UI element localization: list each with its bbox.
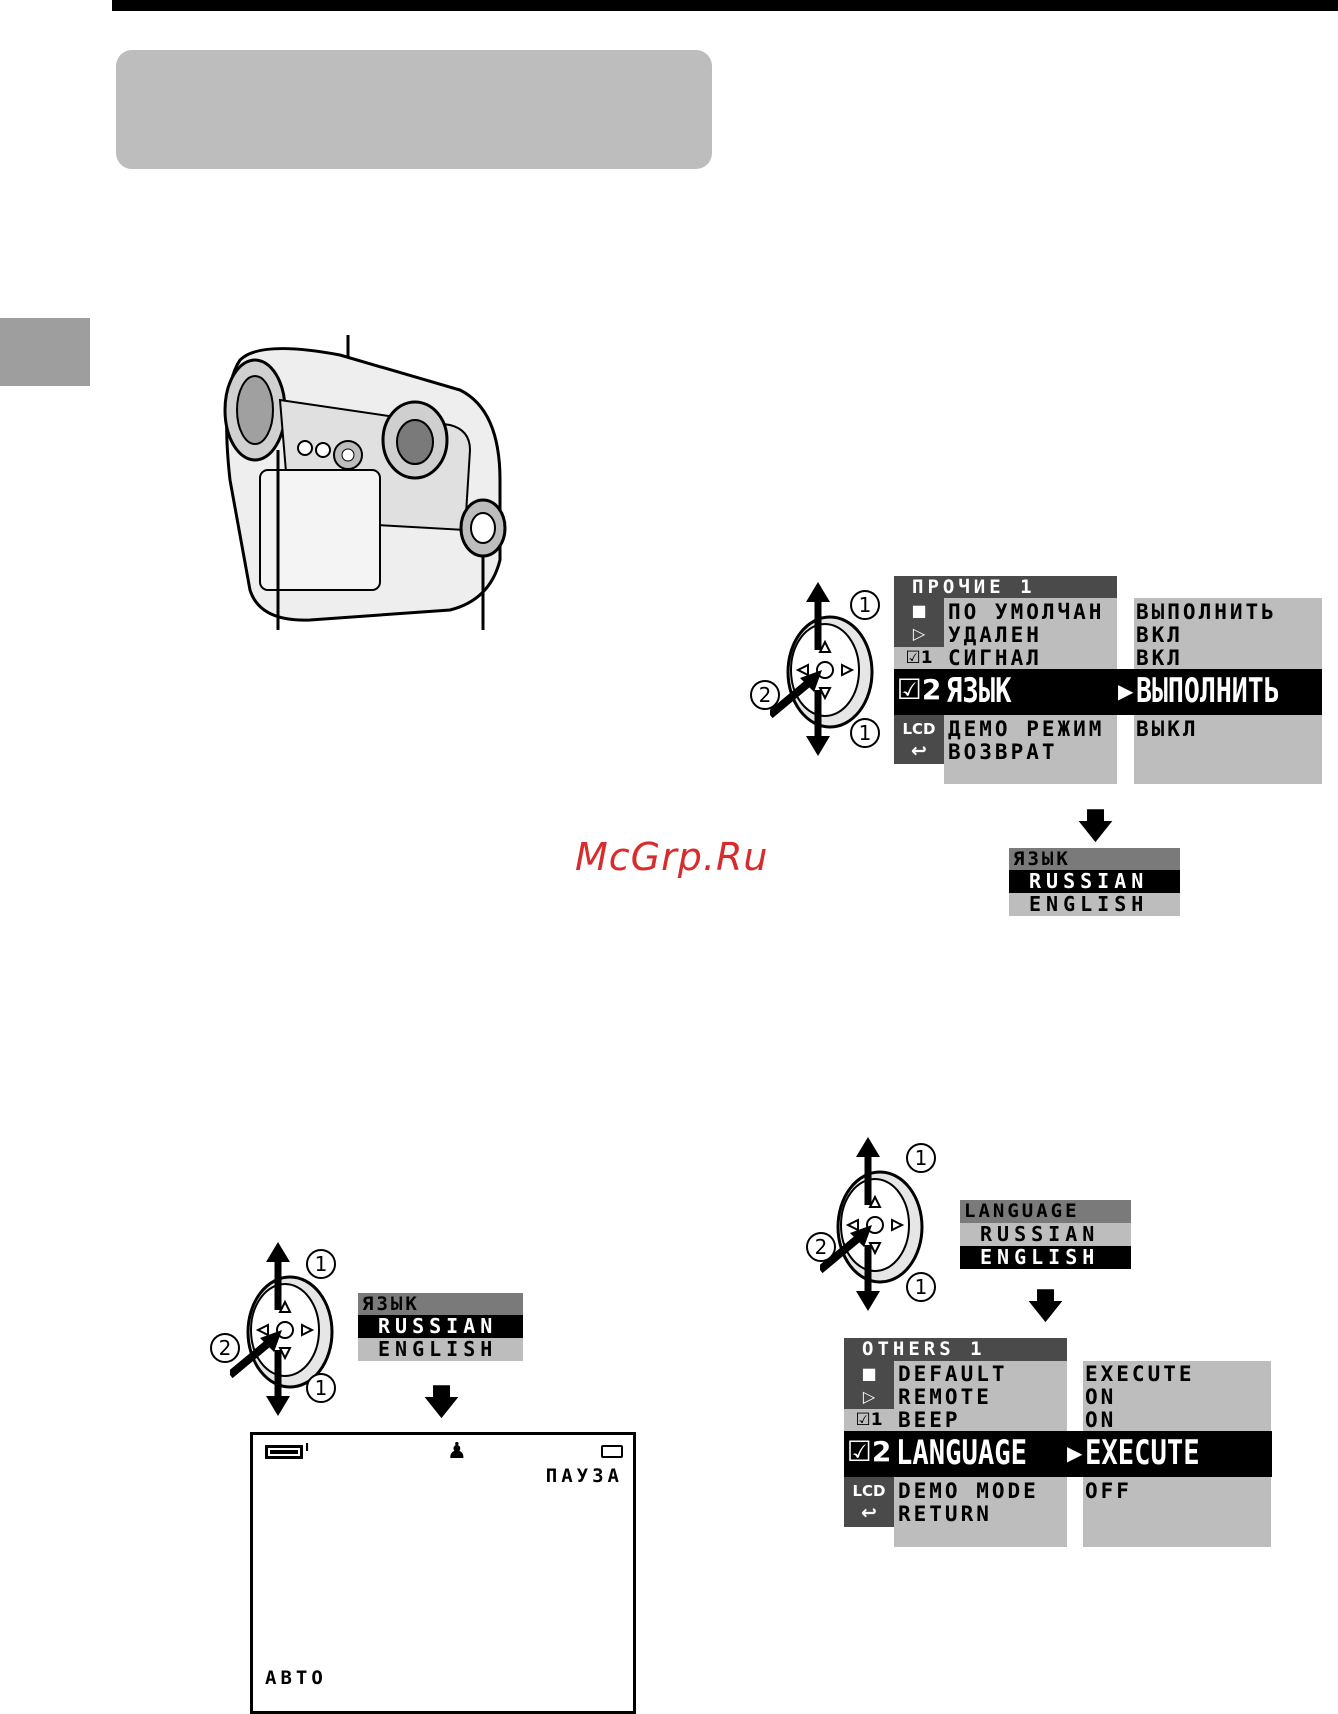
menu-value-default: ВЫПОЛНИТЬ — [1136, 600, 1277, 624]
return-icon: ↩ — [911, 740, 927, 762]
mode-text: АВТО — [265, 1667, 327, 1689]
chapter-tab — [0, 318, 90, 386]
step-1-marker: 1 — [306, 1249, 336, 1279]
person-icon: ♟ — [447, 1439, 467, 1464]
menu-value-language: ВЫПОЛНИТЬ — [1136, 671, 1280, 711]
language-option-english[interactable]: ENGLISH — [1009, 893, 1180, 916]
menu-item-remote[interactable]: УДАЛЕН — [948, 623, 1042, 647]
menu-value-language: EXECUTE — [1085, 1433, 1200, 1473]
step-2-marker: 2 — [750, 680, 780, 710]
language-option-russian[interactable]: RUSSIAN — [960, 1223, 1131, 1246]
menu-item-demo-mode[interactable]: ДЕМО РЕЖИМ — [948, 717, 1105, 741]
menu-item-language[interactable]: LANGUAGE — [896, 1433, 1028, 1473]
cassette-icon — [601, 1445, 623, 1458]
menu-value-remote: ВКЛ — [1136, 623, 1183, 647]
lcd-icon: LCD — [852, 1482, 886, 1500]
playback-icon: ▷ — [862, 1387, 876, 1406]
lcd-icon: LCD — [902, 720, 936, 738]
menu-item-language[interactable]: ЯЗЫК — [946, 671, 1012, 711]
camera-icon: ■ — [861, 1364, 877, 1383]
menu-value-default: EXECUTE — [1085, 1362, 1195, 1386]
language-option-russian[interactable]: RUSSIAN — [1009, 870, 1180, 893]
menu-icon-selected — [894, 647, 944, 669]
menu-value-demo-mode: OFF — [1085, 1479, 1132, 1503]
language-box-title: ЯЗЫК — [1009, 848, 1180, 870]
menu-item-beep[interactable]: BEEP — [898, 1408, 961, 1432]
language-option-russian[interactable]: RUSSIAN — [358, 1315, 523, 1338]
step-1-marker: 1 — [906, 1143, 936, 1173]
step-2-marker: 2 — [806, 1232, 836, 1262]
camcorder-illustration — [223, 335, 507, 630]
top-rule — [112, 0, 1338, 11]
language-option-english[interactable]: ENGLISH — [358, 1338, 523, 1361]
battery-icon — [265, 1445, 303, 1459]
checklist-2-icon: ☑2 — [896, 673, 942, 706]
menu-item-return[interactable]: ВОЗВРАТ — [948, 740, 1058, 764]
language-box-title: ЯЗЫК — [358, 1293, 523, 1315]
menu-icon-selected — [844, 1409, 894, 1431]
menu-value-beep: ON — [1085, 1408, 1117, 1432]
joystick-diagram-1 — [770, 582, 874, 756]
status-text: ПАУЗА — [545, 1465, 623, 1487]
checklist-1-icon: ☑1 — [855, 1410, 883, 1430]
menu-page-number: 2 — [871, 1435, 892, 1468]
menu-value-beep: ВКЛ — [1136, 646, 1183, 670]
step-1-marker: 1 — [850, 718, 880, 748]
step-1-marker: 1 — [306, 1373, 336, 1403]
section-title-box — [116, 50, 712, 169]
menu-highlight-row — [844, 1431, 1272, 1477]
menu-item-default[interactable]: DEFAULT — [898, 1362, 1008, 1386]
selection-arrow-icon: ▶ — [1067, 1441, 1083, 1465]
menu-value-demo-mode: ВЫКЛ — [1136, 717, 1199, 741]
checklist-1-icon: ☑1 — [905, 648, 933, 668]
menu-title: ПРОЧИЕ 1 — [894, 576, 1117, 598]
menu-page-number: 1 — [920, 648, 933, 668]
menu-highlight-row — [894, 669, 1322, 715]
camera-icon: ■ — [911, 601, 927, 620]
lcd-screen-display: I ♟ ПАУЗА АВТО — [250, 1432, 636, 1714]
language-box-title: LANGUAGE — [960, 1200, 1131, 1223]
selection-arrow-icon: ▶ — [1118, 679, 1134, 703]
menu-item-beep[interactable]: СИГНАЛ — [948, 646, 1042, 670]
down-arrow-icon: 🡇 — [1028, 1286, 1063, 1326]
menu-title: OTHERS 1 — [844, 1338, 1067, 1361]
battery-level-icon: I — [305, 1441, 310, 1454]
menu-page-number: 1 — [870, 1410, 883, 1430]
menu-item-return[interactable]: RETURN — [898, 1502, 992, 1526]
joystick-diagram-3 — [230, 1242, 334, 1416]
menu-value-remote: ON — [1085, 1385, 1117, 1409]
playback-icon: ▷ — [912, 624, 926, 643]
joystick-diagram-2 — [820, 1137, 924, 1311]
checklist-2-icon: ☑2 — [846, 1435, 892, 1468]
menu-item-remote[interactable]: REMOTE — [898, 1385, 992, 1409]
step-2-marker: 2 — [210, 1333, 240, 1363]
menu-item-default[interactable]: ПО УМОЛЧАН — [948, 600, 1105, 624]
down-arrow-icon: 🡇 — [1078, 806, 1113, 846]
watermark: McGrp.Ru — [575, 835, 769, 879]
down-arrow-icon: 🡇 — [424, 1382, 459, 1422]
menu-page-number: 2 — [921, 673, 942, 706]
step-1-marker: 1 — [850, 590, 880, 620]
step-1-marker: 1 — [906, 1272, 936, 1302]
language-option-english[interactable]: ENGLISH — [960, 1246, 1131, 1269]
return-icon: ↩ — [861, 1502, 877, 1524]
menu-item-demo-mode[interactable]: DEMO MODE — [898, 1479, 1039, 1503]
